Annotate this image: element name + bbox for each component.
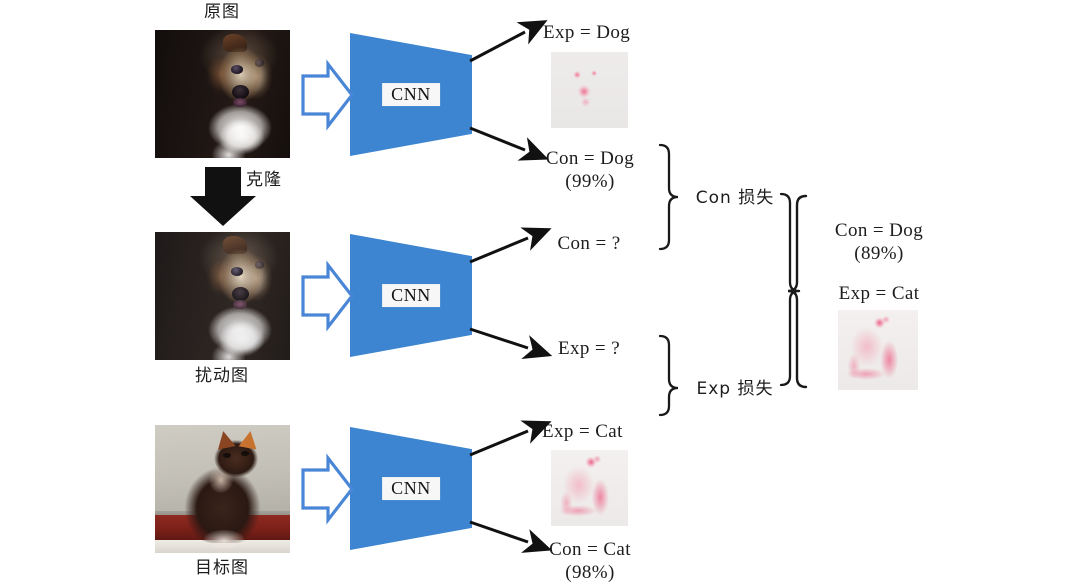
output-bottom-exp-label: Exp = Cat [542, 421, 623, 442]
blue-block-arrow-bottom [301, 453, 355, 525]
output-mid-con-label: Con = ? [557, 233, 621, 254]
blue-block-arrow-top [301, 59, 355, 131]
cnn-label-top: CNN [382, 82, 440, 107]
dog-saliency-heatmap [551, 52, 628, 128]
arrow-cnn-mid-to-exp [469, 327, 553, 360]
target-image-photo [155, 425, 290, 553]
result-con-percent: (89%) [854, 243, 904, 264]
brace-con-loss [658, 143, 679, 251]
arrow-cnn-bottom-to-exp [469, 420, 552, 457]
perturbed-image-photo [155, 232, 290, 360]
output-bottom-con-label: Con = Cat [549, 539, 631, 560]
output-top-exp-label: Exp = Dog [543, 22, 631, 43]
output-bottom-con-percent: (98%) [565, 562, 615, 583]
exp-loss-label: Exp 损失 [696, 379, 774, 399]
original-image-photo [155, 30, 290, 158]
caption-original-image: 原图 [204, 2, 240, 22]
clone-arrow-label: 克隆 [246, 170, 282, 190]
arrow-cnn-top-to-exp [469, 20, 548, 63]
cnn-block-bottom: CNN [350, 427, 472, 550]
blue-block-arrow-middle [301, 260, 355, 332]
con-loss-label: Con 损失 [695, 188, 775, 208]
loss-connector-lines [779, 192, 801, 387]
result-con-label: Con = Dog [834, 220, 924, 241]
arrow-cnn-top-to-con [469, 126, 549, 161]
result-saliency-heatmap [838, 310, 918, 390]
cnn-label-middle: CNN [382, 283, 440, 308]
caption-perturbed-image: 扰动图 [195, 366, 249, 386]
cat-saliency-heatmap [551, 450, 628, 526]
brace-final-result [787, 194, 808, 389]
caption-target-image: 目标图 [195, 558, 249, 578]
output-top-con-percent: (99%) [565, 171, 615, 192]
result-exp-label: Exp = Cat [838, 283, 920, 304]
arrow-cnn-mid-to-con [469, 227, 552, 264]
cnn-block-middle: CNN [350, 234, 472, 357]
cnn-label-bottom: CNN [382, 476, 440, 501]
output-top-con-label: Con = Dog [545, 148, 635, 169]
output-mid-exp-label: Exp = ? [557, 338, 621, 359]
brace-exp-loss [658, 334, 679, 417]
cnn-block-top: CNN [350, 33, 472, 156]
arrow-cnn-bottom-to-con [469, 520, 553, 553]
